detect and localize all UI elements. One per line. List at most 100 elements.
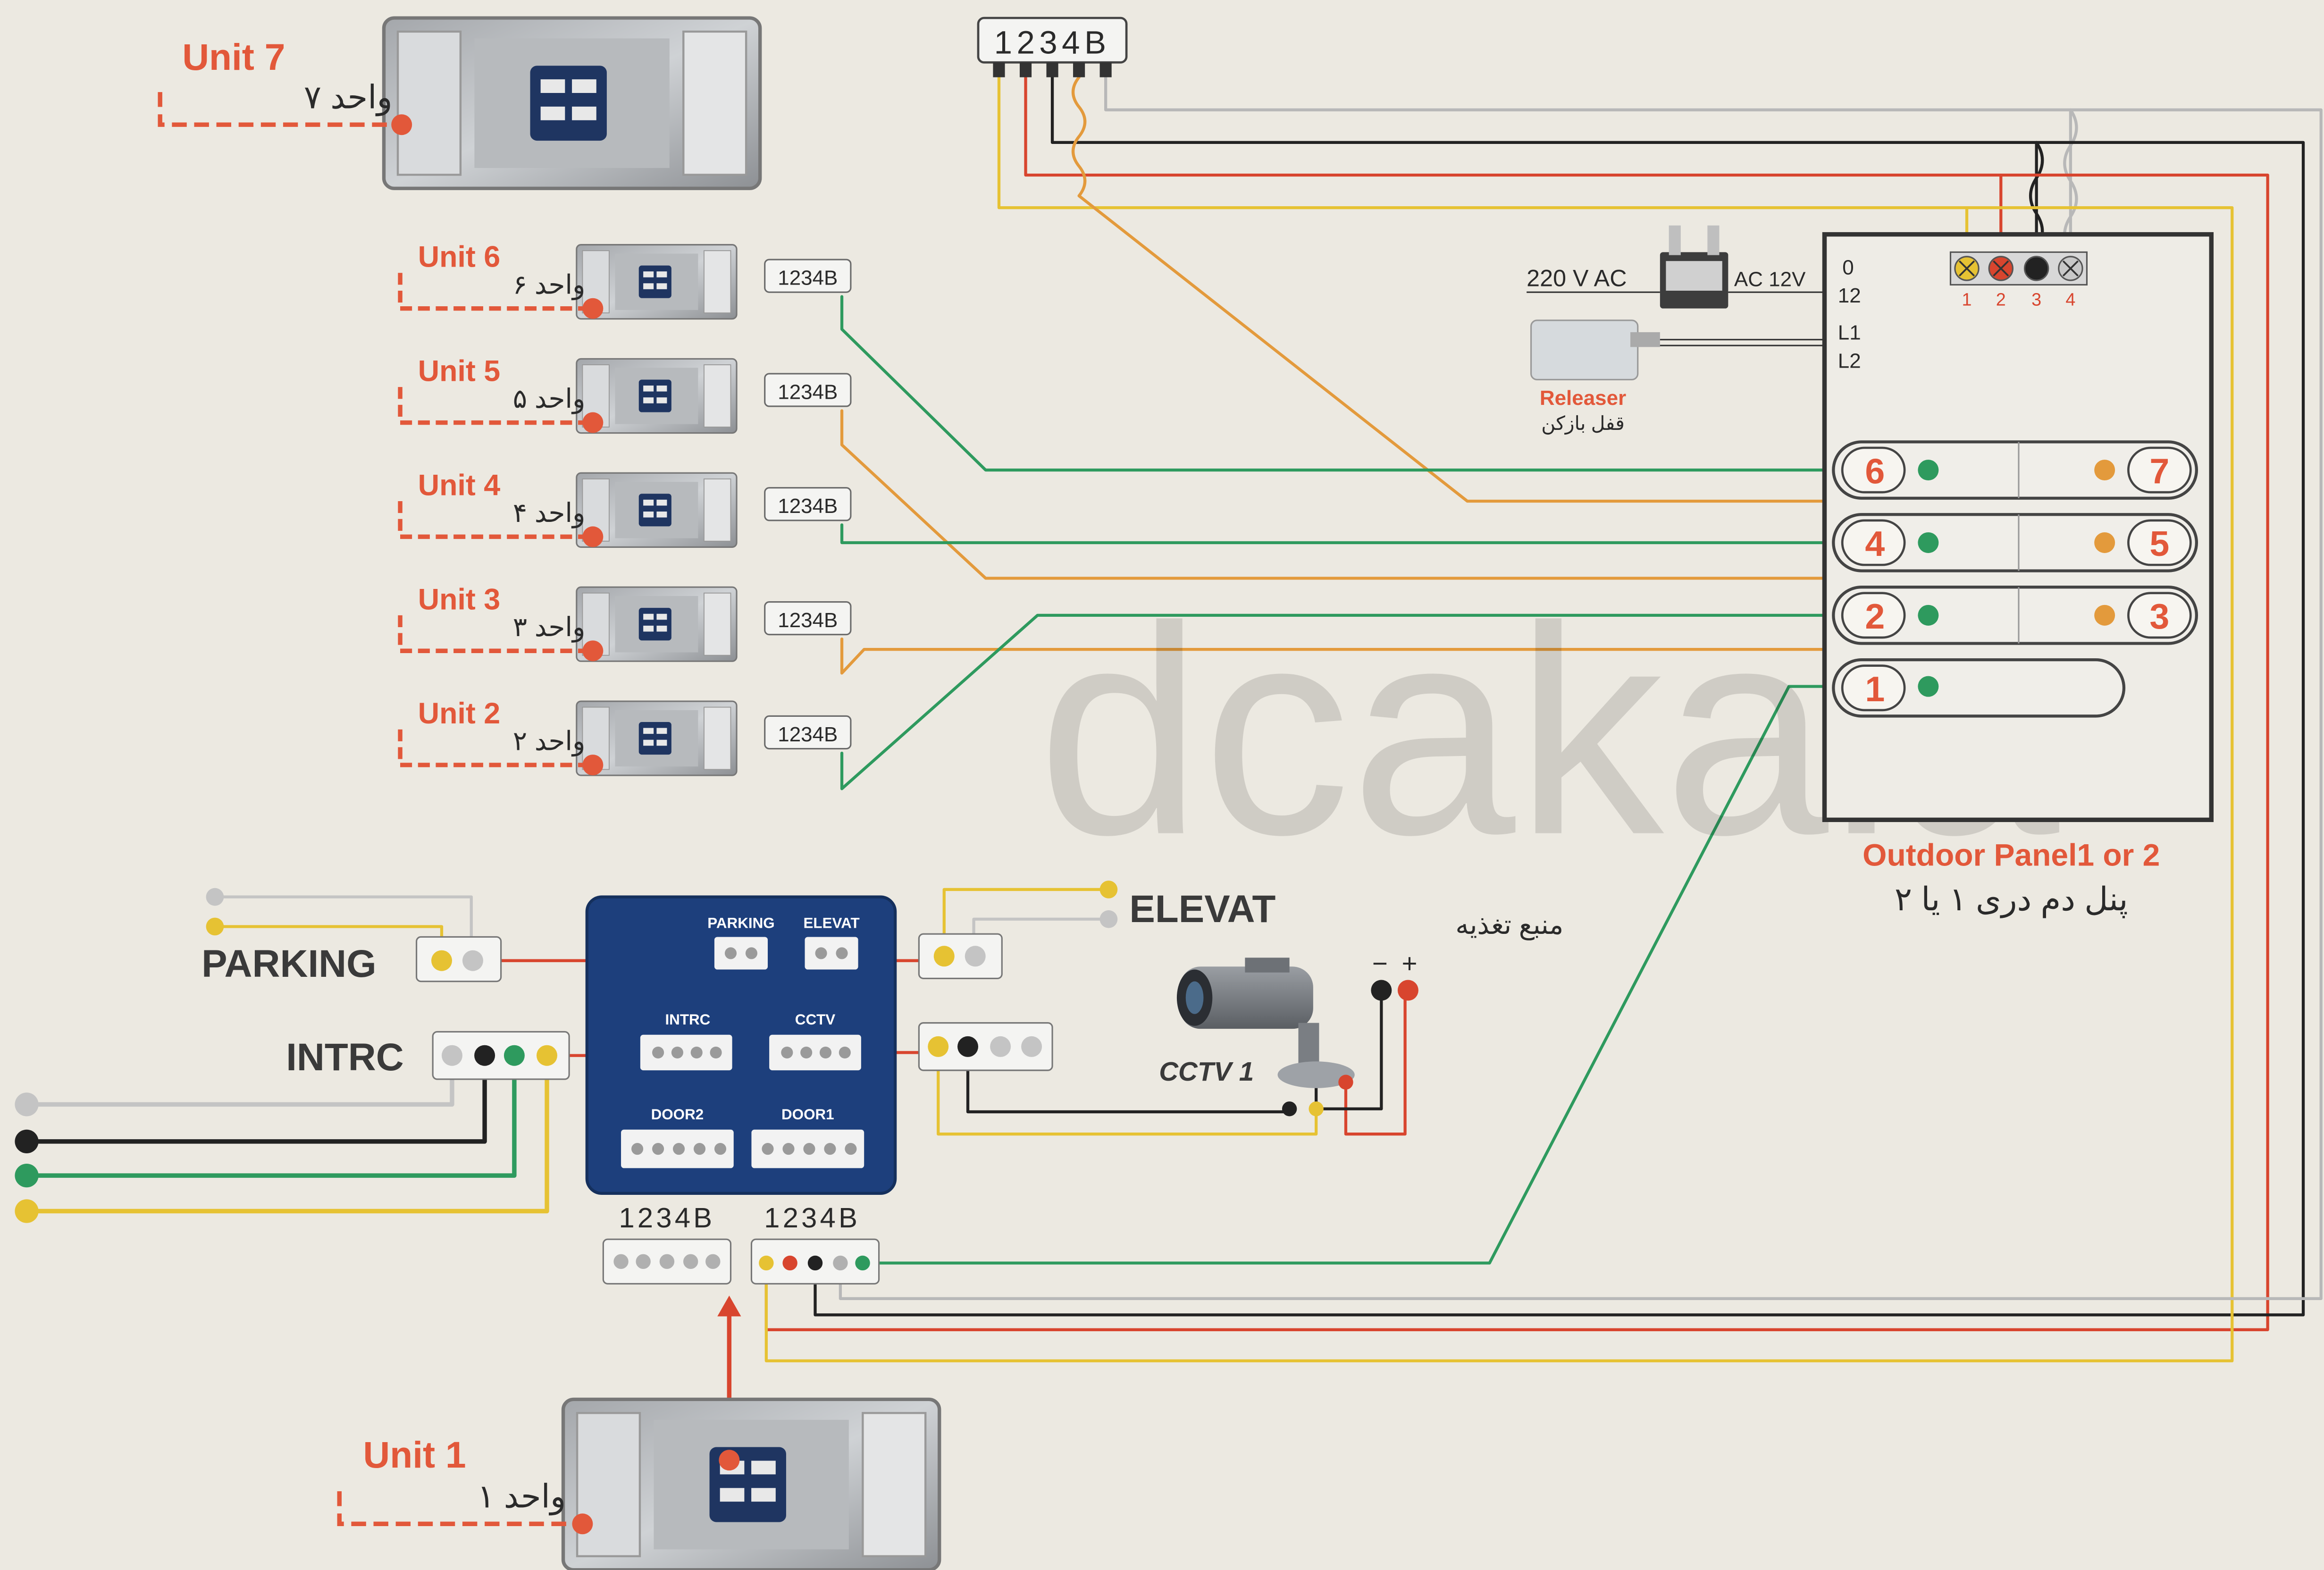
unit-1-en: Unit 1 (363, 1434, 466, 1476)
wire-yellow-long (764, 206, 2234, 1362)
wire-top-gray (1104, 76, 2072, 257)
panel-row-1: 1 (1832, 658, 2126, 718)
panel-button-1: 1 (1865, 669, 1885, 709)
wire-top-yellow (997, 76, 1969, 257)
board-intrc-label: INTRC (665, 1011, 710, 1028)
wire-cctv-black2 (1315, 989, 1383, 1110)
power-ac-out: AC 12V (1734, 268, 1806, 291)
wire-green-unit2 (840, 613, 1929, 790)
releaser: Releaser قفل بازکن (1530, 319, 1826, 435)
unit-7-monitor (384, 18, 760, 188)
unit-4-en: Unit 4 (418, 469, 501, 502)
panel-terminal-3: 3 (2031, 289, 2041, 309)
wire-green-unit6 (840, 295, 1929, 472)
distribution-board: PARKING ELEVAT INTRC CCTV DOOR2 DOOR1 (585, 895, 897, 1195)
unit-4: Unit 4 واحد ۴ 1234B (398, 469, 852, 548)
wire-green-unit1 (858, 685, 1825, 1265)
unit-7: Unit 7 واحد ۷ (158, 18, 760, 188)
board-door1-label: DOOR1 (781, 1106, 834, 1123)
unit-7-en: Unit 7 (182, 36, 285, 78)
outdoor-panel: 0 12 L1 L2 1 2 3 4 6 7 4 5 (1822, 232, 2214, 918)
elevat-label: ELEVAT (1129, 888, 1275, 931)
unit-5-fa: واحد ۵ (513, 384, 586, 414)
wire-cctv-red (1344, 989, 1407, 1136)
top-connector-label: 1234B (994, 24, 1111, 60)
terminal-L1: L1 (1838, 321, 1861, 344)
wire-intrc-black (24, 1053, 487, 1144)
board-cctv-label: CCTV (795, 1011, 836, 1028)
panel-row-2-3: 2 3 (1832, 586, 2198, 645)
wire-twist-black (2029, 141, 2044, 251)
unit-6: Unit 6 واحد ۶ 1234B (398, 241, 852, 320)
arrow-unit1-head (717, 1295, 741, 1317)
wire-twist-gray (2063, 108, 2078, 254)
unit-4-connector: 1234B (778, 495, 838, 518)
releaser-en: Releaser (1540, 386, 1626, 410)
unit-1-fa: واحد ۱ (477, 1478, 566, 1516)
intrc-label: INTRC (286, 1036, 403, 1079)
wire-black-long (814, 141, 2305, 1317)
releaser-fa: قفل بازکن (1541, 412, 1624, 435)
wire-orange-unit7 (1072, 76, 2106, 503)
unit-3-en: Unit 3 (418, 583, 500, 616)
panel-button-3: 3 (2149, 596, 2169, 636)
board-bottom-left-label: 1234B (619, 1202, 715, 1234)
terminal-12: 12 (1838, 284, 1861, 307)
panel-button-7: 7 (2149, 451, 2169, 491)
wire-top-black (1050, 76, 2038, 257)
unit-3: Unit 3 واحد ۳ 1234B (398, 583, 852, 662)
intrc-side: INTRC (15, 1031, 570, 1223)
cctv-connector (918, 1022, 1053, 1071)
unit-6-fa: واحد ۶ (513, 269, 586, 300)
unit-2: Unit 2 واحد ۲ 1234B (398, 697, 852, 776)
elevat-side: ELEVAT (918, 881, 1275, 979)
wire-cctv-yellow (937, 1045, 1318, 1136)
panel-button-5: 5 (2149, 524, 2169, 563)
top-connector: 1234B (977, 17, 1128, 77)
unit-7-fa: واحد ۷ (304, 79, 393, 117)
panel-row-4-5: 4 5 (1832, 513, 2198, 572)
panel-row-6-7: 6 7 (1832, 440, 2198, 500)
power-supply-minus: − (1372, 949, 1388, 978)
terminal-0: 0 (1842, 256, 1854, 279)
terminal-L2: L2 (1838, 349, 1861, 372)
panel-button-2: 2 (1865, 596, 1885, 636)
wire-gray-long (839, 108, 2323, 1300)
board-bottom-connectors: 1234B 1234B (602, 1202, 880, 1285)
unit-4-fa: واحد ۴ (513, 498, 586, 529)
panel-terminal-1: 1 (1962, 289, 1972, 309)
board-bottom-right-label: 1234B (764, 1202, 860, 1234)
cctv-camera: CCTV 1 (1159, 957, 1355, 1117)
unit-5-en: Unit 5 (418, 355, 500, 388)
unit-3-connector: 1234B (778, 609, 838, 632)
unit-5: Unit 5 واحد ۵ 1234B (398, 355, 852, 434)
panel-terminal-4: 4 (2065, 289, 2075, 309)
board-parking-label: PARKING (707, 915, 774, 932)
cctv-camera-label: CCTV 1 (1159, 1057, 1254, 1086)
outdoor-panel-fa: پنل دم دری ۱ یا ۲ (1895, 881, 2128, 918)
wire-green-unit4 (840, 523, 1929, 545)
unit-2-fa: واحد ۲ (513, 726, 586, 757)
board-door2-label: DOOR2 (651, 1106, 704, 1123)
wire-intrc-green (24, 1053, 517, 1178)
outdoor-panel-en: Outdoor Panel1 or 2 (1863, 838, 2160, 873)
board-elevat-label: ELEVAT (803, 915, 859, 932)
wire-intrc-yellow (24, 1053, 549, 1214)
panel-button-4: 4 (1865, 524, 1885, 563)
parking-side: PARKING (201, 888, 502, 985)
power-transformer: 220 V AC AC 12V (1527, 225, 1826, 309)
unit-3-fa: واحد ۳ (513, 612, 586, 643)
unit-2-connector: 1234B (778, 723, 838, 746)
power-supply-plus: + (1402, 949, 1418, 978)
unit-5-connector: 1234B (778, 380, 838, 403)
unit-6-en: Unit 6 (418, 241, 500, 274)
unit-2-en: Unit 2 (418, 697, 500, 730)
door-lock-icon (1530, 319, 1639, 381)
parking-label: PARKING (201, 942, 376, 985)
panel-terminal-2: 2 (1996, 289, 2006, 309)
unit-1-monitor (563, 1399, 940, 1570)
unit-1: Unit 1 واحد ۱ (337, 1399, 940, 1570)
wire-top-red (1024, 76, 2003, 257)
panel-button-6: 6 (1865, 451, 1885, 491)
